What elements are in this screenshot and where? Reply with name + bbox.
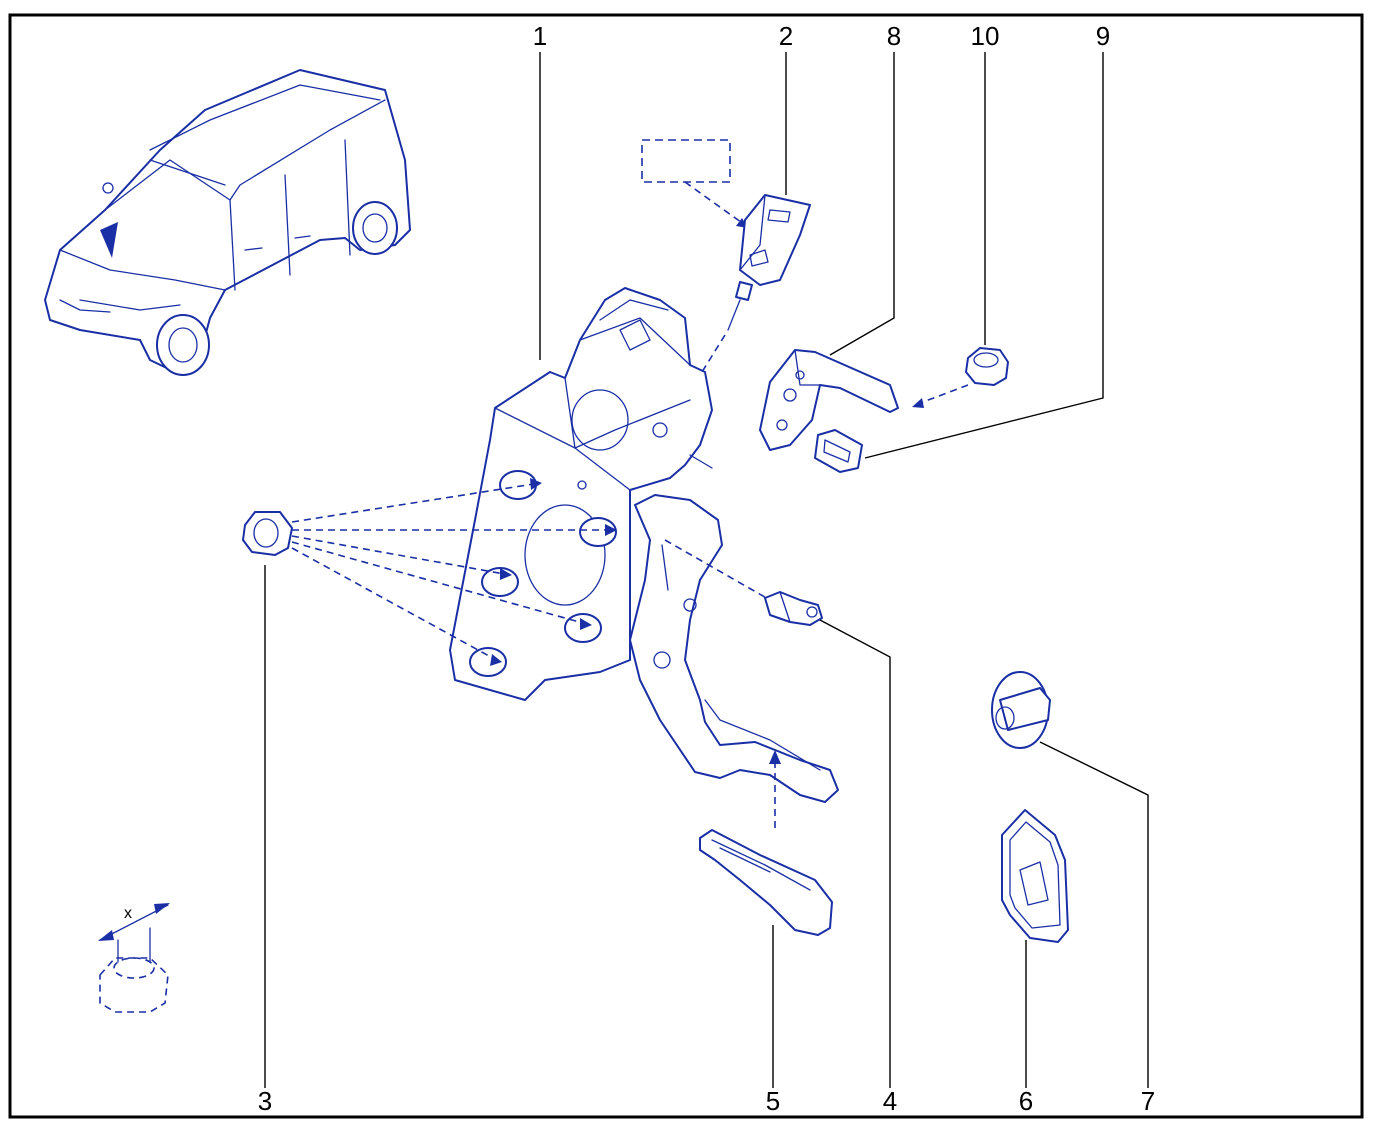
clip-part — [814, 429, 863, 473]
dimension-label: x — [124, 905, 132, 922]
switch-part — [641, 139, 811, 373]
vehicle-illustration — [44, 69, 411, 376]
nut-3-part — [242, 478, 617, 666]
pedal-bracket — [449, 287, 839, 803]
cover-part — [1001, 809, 1069, 943]
callout-6: 6 — [1019, 1086, 1033, 1116]
pin-part — [664, 539, 823, 626]
dimension-detail: x — [98, 903, 170, 1013]
diagram-frame — [8, 13, 1364, 1119]
callout-2: 2 — [779, 21, 793, 51]
callout-5: 5 — [766, 1086, 780, 1116]
nut-part — [912, 347, 1009, 408]
callout-7: 7 — [1141, 1086, 1155, 1116]
callout-8: 8 — [887, 21, 901, 51]
push-button-part — [991, 671, 1051, 749]
leader-lines — [264, 52, 1149, 1088]
callout-3: 3 — [258, 1086, 272, 1116]
callout-1: 1 — [533, 21, 547, 51]
callout-labels: 1 2 8 10 9 3 5 4 6 7 — [258, 21, 1155, 1116]
callout-4: 4 — [883, 1086, 897, 1116]
plate-bracket — [759, 349, 899, 451]
callout-10: 10 — [971, 21, 1000, 51]
pedal-pad — [699, 750, 833, 936]
callout-9: 9 — [1096, 21, 1110, 51]
